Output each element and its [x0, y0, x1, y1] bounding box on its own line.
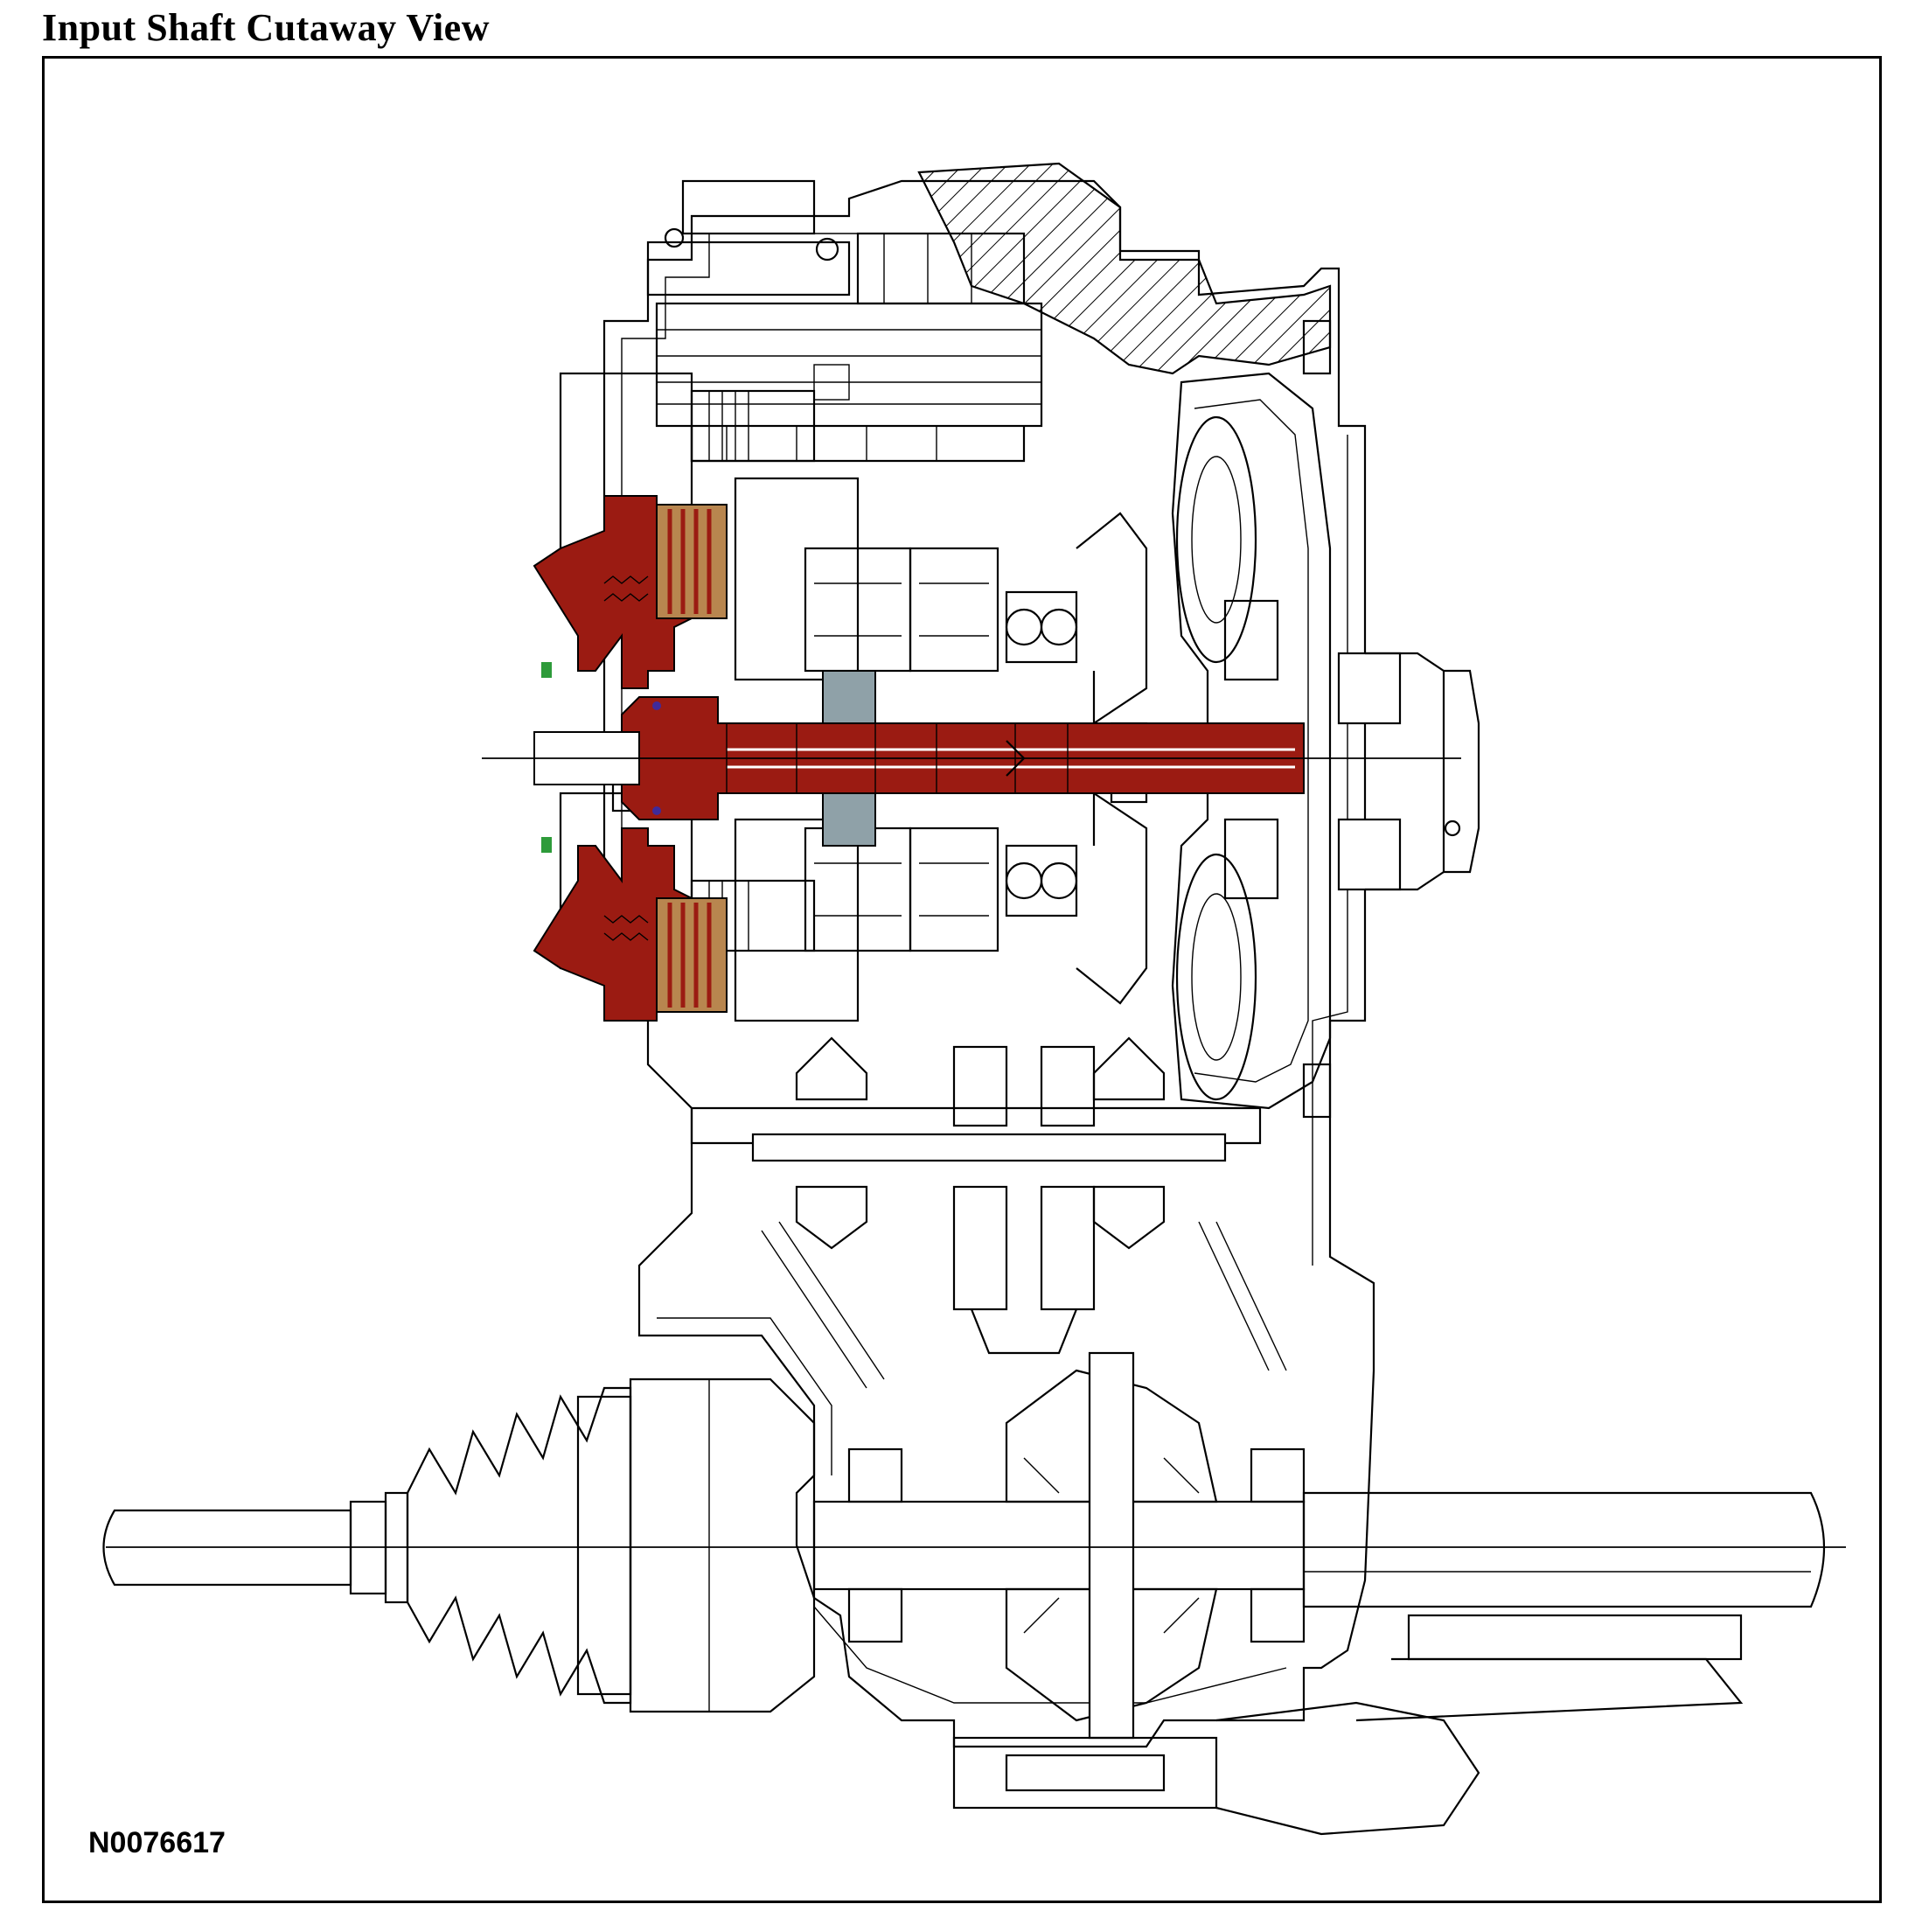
- sun-gear-hub-upper: [822, 670, 876, 724]
- clutch-plates-lower: [656, 897, 728, 1013]
- differential-assembly: [812, 1351, 1306, 1740]
- planetary-gearsets: [734, 477, 1148, 1022]
- transfer-gear-assembly: [690, 1036, 1287, 1389]
- clutch-plates-upper: [656, 504, 728, 619]
- sun-gear-hub-lower: [822, 792, 876, 847]
- cv-joint-boot: [406, 1378, 816, 1713]
- figure-code: N0076617: [88, 1826, 226, 1859]
- torque-converter: [1171, 319, 1480, 1119]
- parking-gear-assembly: [952, 1701, 1480, 1836]
- input-clutch-drum-upper: [533, 495, 693, 689]
- diagram-frame: N0076617: [42, 56, 1882, 1903]
- transaxle-cutaway-drawing: [102, 162, 1846, 1836]
- hatched-housing-section: [917, 162, 1332, 375]
- right-halfshaft: [1302, 1491, 1826, 1722]
- diagram-title: Input Shaft Cutaway View: [42, 6, 490, 49]
- input-clutch-drum-lower: [533, 827, 693, 1022]
- valve-body: [646, 179, 1043, 463]
